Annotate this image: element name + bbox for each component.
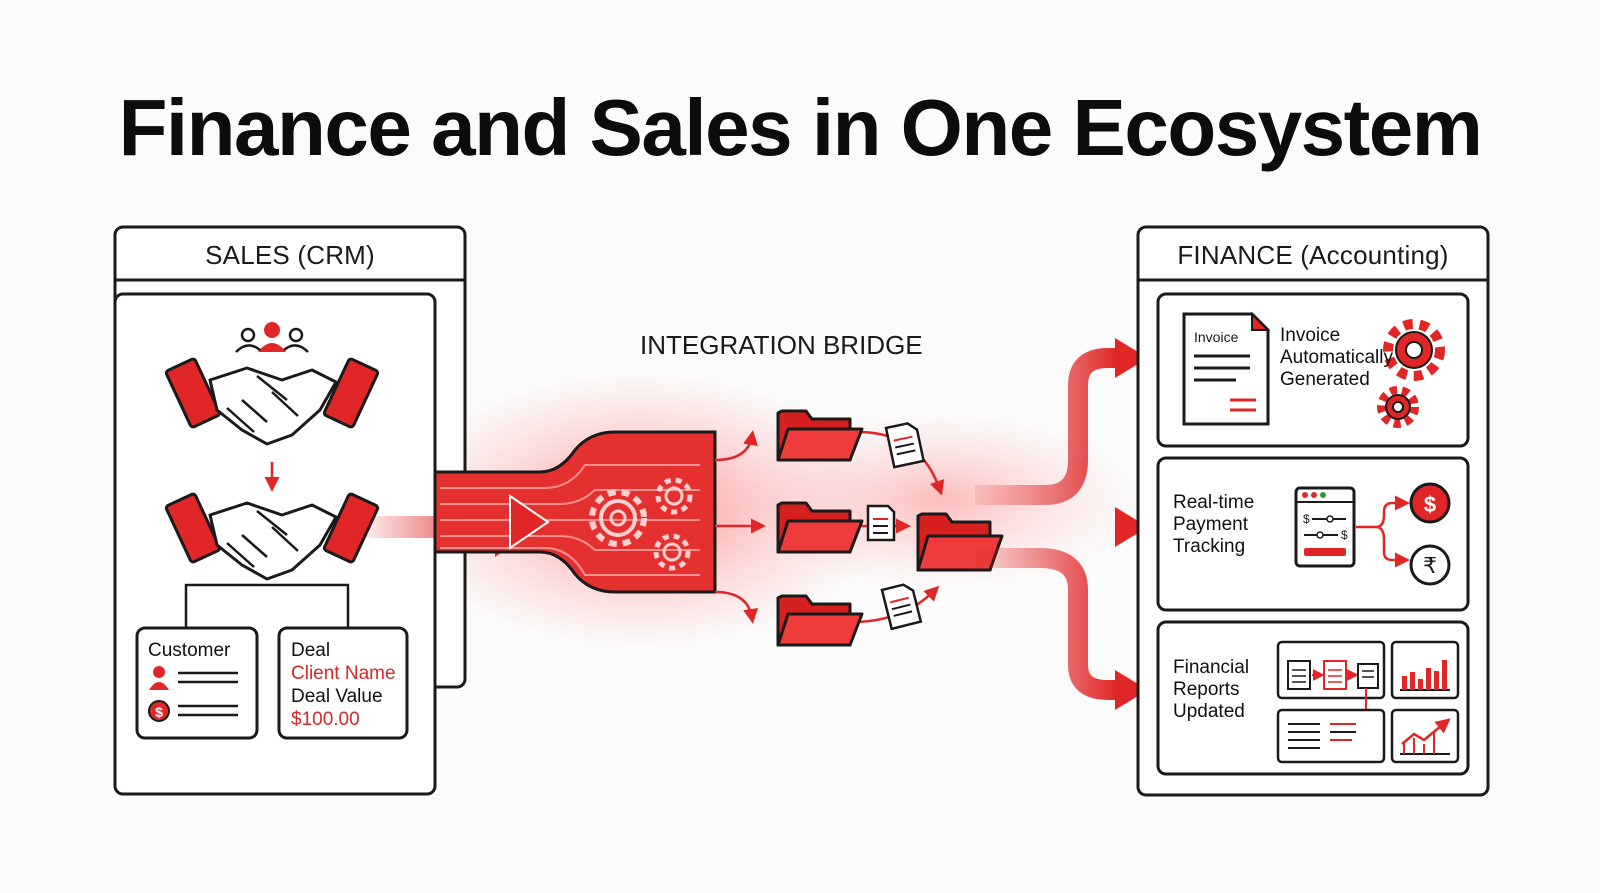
- card-connector: [184, 583, 350, 628]
- bar-chart-icon: [1390, 640, 1460, 700]
- customer-card: $: [135, 626, 259, 740]
- svg-text:$: $: [1303, 512, 1310, 526]
- gear-icon: [1377, 386, 1419, 428]
- user-icon: [149, 666, 169, 690]
- invoice-text-line1: Invoice: [1280, 325, 1341, 346]
- svg-text:$: $: [1341, 528, 1348, 542]
- invoice-doc-label: Invoice: [1194, 329, 1239, 345]
- payment-list-icon: $ $: [1294, 486, 1356, 568]
- deal-client-name: Client Name: [291, 663, 396, 684]
- reports-text-line3: Updated: [1173, 701, 1245, 722]
- report-document-icon: [1276, 708, 1386, 764]
- finance-header: FINANCE (Accounting): [1177, 240, 1449, 270]
- document-icon: [866, 504, 896, 542]
- invoice-text-line3: Generated: [1280, 369, 1370, 390]
- svg-text:$: $: [155, 704, 163, 720]
- invoice-icon: [1182, 311, 1271, 426]
- output-beams: [975, 338, 1148, 710]
- gear-icon: [653, 533, 691, 571]
- folder-icon: [776, 501, 864, 554]
- handshake-icon: [164, 492, 380, 581]
- bridge-funnel: [433, 430, 717, 594]
- folder-icon: [776, 594, 864, 647]
- rupee-symbol: ₹: [1423, 553, 1437, 578]
- sales-header: SALES (CRM): [205, 240, 375, 270]
- line-chart-icon: [1390, 708, 1460, 764]
- deal-value: $100.00: [291, 709, 360, 730]
- document-icon: [880, 583, 923, 631]
- handshake-icon: [164, 357, 380, 446]
- payment-text-line3: Tracking: [1173, 536, 1246, 557]
- payment-text-line1: Real-time: [1173, 492, 1255, 513]
- document-icon: [884, 422, 926, 469]
- gear-icon: [1383, 319, 1445, 381]
- gear-icon: [655, 477, 693, 515]
- payment-split-arrows: [1356, 495, 1410, 568]
- payment-text-line2: Payment: [1173, 514, 1248, 535]
- people-icon: [235, 322, 309, 353]
- deal-value-label: Deal Value: [291, 686, 383, 707]
- invoice-text-line2: Automatically: [1280, 347, 1393, 368]
- gear-icon: [589, 489, 647, 547]
- reports-text-line1: Financial: [1173, 657, 1250, 678]
- reports-flow-icon: [1276, 640, 1386, 726]
- dollar-coin-icon: [1409, 482, 1451, 524]
- dollar-symbol: $: [1424, 492, 1436, 517]
- page-title: Finance and Sales in One Ecosystem: [118, 83, 1483, 172]
- bridge-label: INTEGRATION BRIDGE: [640, 330, 923, 360]
- customer-card-label: Customer: [148, 640, 231, 661]
- reports-text-line2: Reports: [1173, 679, 1240, 700]
- folder-icon: [776, 409, 864, 462]
- rupee-coin-icon: [1409, 544, 1451, 586]
- dollar-coin-icon: $: [148, 700, 170, 722]
- deal-card: [277, 626, 409, 740]
- deal-card-label: Deal: [291, 640, 331, 661]
